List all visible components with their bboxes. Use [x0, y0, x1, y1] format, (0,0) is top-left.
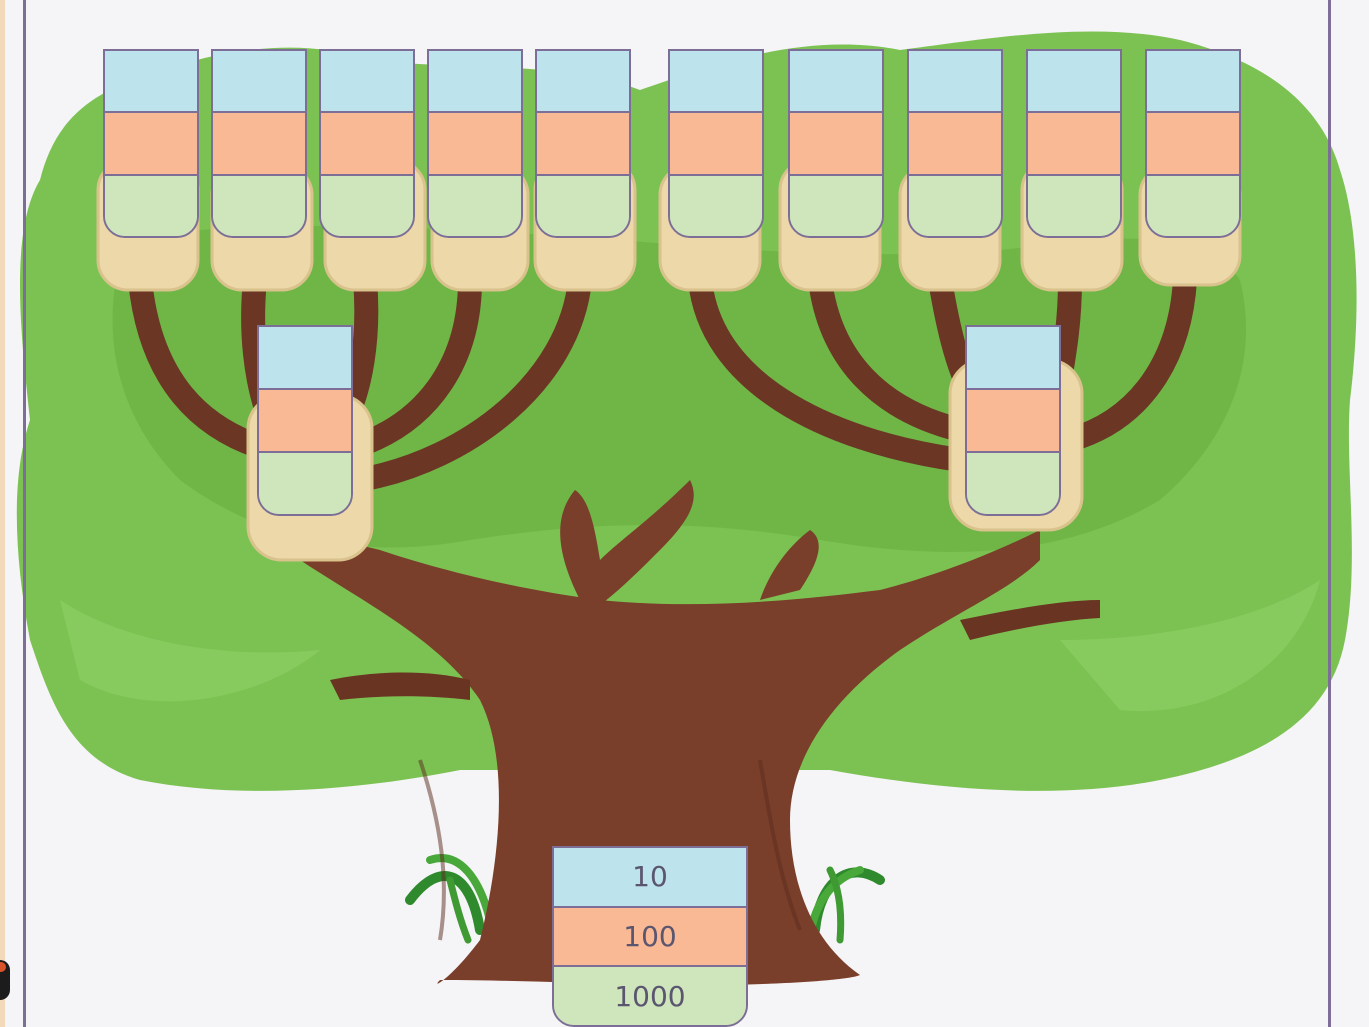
tens-cell[interactable]: 10: [554, 848, 746, 908]
thousands-cell[interactable]: [105, 176, 197, 236]
hundreds-cell[interactable]: [537, 113, 629, 175]
top-card: [788, 49, 884, 238]
top-card: [1145, 49, 1241, 238]
tens-cell[interactable]: [670, 51, 762, 113]
tens-cell[interactable]: [967, 327, 1059, 390]
tens-cell[interactable]: [790, 51, 882, 113]
top-card: [427, 49, 523, 238]
hundreds-cell[interactable]: [321, 113, 413, 175]
thousands-cell[interactable]: [909, 176, 1001, 236]
tens-cell[interactable]: [1028, 51, 1120, 113]
top-card: [319, 49, 415, 238]
tens-cell[interactable]: [213, 51, 305, 113]
middle-card-left: [257, 325, 353, 516]
thousands-cell[interactable]: [259, 453, 351, 514]
thousands-cell[interactable]: [1028, 176, 1120, 236]
top-card: [1026, 49, 1122, 238]
tens-cell[interactable]: [909, 51, 1001, 113]
thousands-cell[interactable]: [429, 176, 521, 236]
tens-cell[interactable]: [429, 51, 521, 113]
thousands-cell[interactable]: [670, 176, 762, 236]
hundreds-cell[interactable]: [259, 390, 351, 453]
hundreds-cell[interactable]: 100: [554, 908, 746, 968]
tens-cell[interactable]: [1147, 51, 1239, 113]
hundreds-cell[interactable]: [1147, 113, 1239, 175]
frame-right-border: [1328, 0, 1331, 1027]
thousands-cell[interactable]: [1147, 176, 1239, 236]
frame-left-border: [23, 0, 26, 1027]
hundreds-cell[interactable]: [213, 113, 305, 175]
tens-cell[interactable]: [537, 51, 629, 113]
tens-cell[interactable]: [259, 327, 351, 390]
page-edge-strip: [0, 0, 5, 1027]
thousands-cell[interactable]: [967, 453, 1059, 514]
thousands-cell[interactable]: [213, 176, 305, 236]
hundreds-cell[interactable]: [1028, 113, 1120, 175]
top-card: [103, 49, 199, 238]
root-card: 10 100 1000: [552, 846, 748, 1027]
thousands-cell[interactable]: 1000: [554, 967, 746, 1025]
tens-cell[interactable]: [105, 51, 197, 113]
hundreds-cell[interactable]: [670, 113, 762, 175]
thousands-cell[interactable]: [537, 176, 629, 236]
hundreds-cell[interactable]: [105, 113, 197, 175]
hundreds-cell[interactable]: [790, 113, 882, 175]
thousands-cell[interactable]: [321, 176, 413, 236]
top-card: [211, 49, 307, 238]
top-card: [535, 49, 631, 238]
thousands-cell[interactable]: [790, 176, 882, 236]
hundreds-cell[interactable]: [429, 113, 521, 175]
tens-cell[interactable]: [321, 51, 413, 113]
top-card: [907, 49, 1003, 238]
hundreds-cell[interactable]: [967, 390, 1059, 453]
hundreds-cell[interactable]: [909, 113, 1001, 175]
middle-card-right: [965, 325, 1061, 516]
top-card: [668, 49, 764, 238]
